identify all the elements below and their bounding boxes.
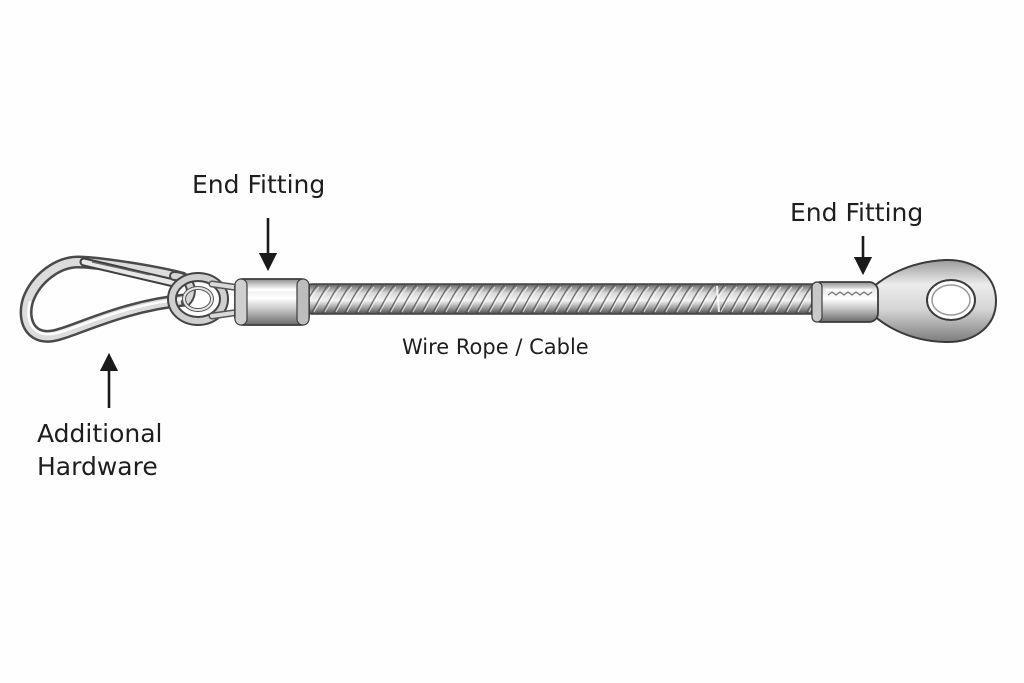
label-additional-hardware-line1: Additional	[37, 419, 163, 448]
cable-eye-loop	[167, 272, 244, 326]
label-additional-hardware-line2: Hardware	[37, 452, 158, 481]
label-end-fitting-left: End Fitting	[192, 170, 326, 199]
compression-sleeve	[234, 278, 310, 326]
label-end-fitting-right: End Fitting	[790, 198, 924, 227]
label-wire-rope: Wire Rope / Cable	[402, 335, 589, 359]
carabiner-clip	[19, 255, 196, 343]
ring-eye-terminal	[811, 258, 998, 344]
label-additional-hardware: Additional Hardware	[37, 417, 163, 483]
wire-rope-cable	[305, 283, 821, 315]
